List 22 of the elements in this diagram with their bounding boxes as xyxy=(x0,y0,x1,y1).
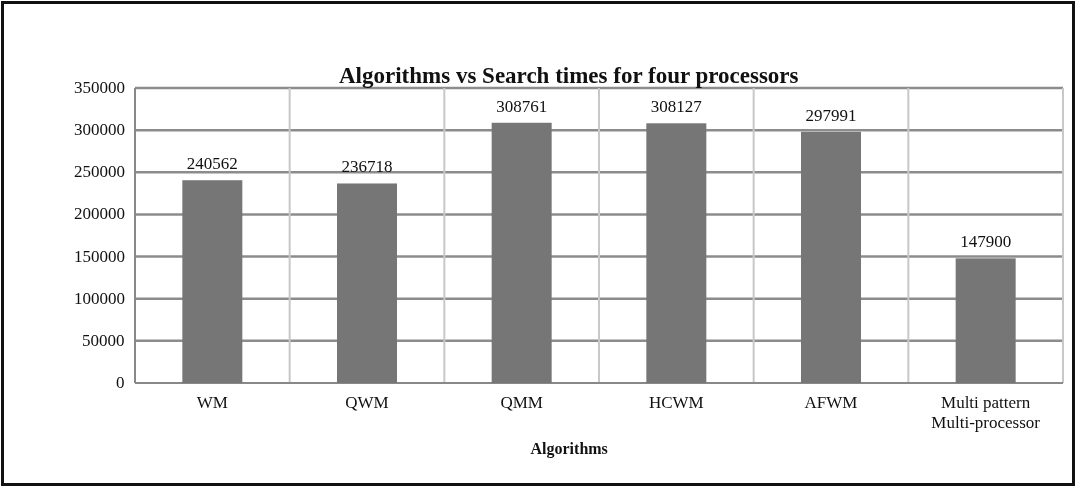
category-label: WM xyxy=(195,393,229,413)
category-label: QWM xyxy=(344,393,390,413)
category-label: HCWM xyxy=(647,393,705,413)
category-label: AFWM xyxy=(803,393,859,413)
axis-title: Algorithms xyxy=(530,440,608,458)
tick-label: 300000 xyxy=(74,120,125,141)
category-label: Multi pattern Multi-processor xyxy=(930,393,1041,433)
value-label: 297991 xyxy=(805,105,857,126)
value-label: 240562 xyxy=(186,154,238,175)
tick-label: 0 xyxy=(116,373,125,393)
tick-label: 250000 xyxy=(74,162,125,183)
value-label: 236718 xyxy=(341,157,393,178)
value-label: 308761 xyxy=(496,96,548,117)
category-label: QMM xyxy=(499,393,544,413)
value-label: 308127 xyxy=(650,97,702,118)
tick-label: 350000 xyxy=(74,78,125,98)
chart-title: Algorithms vs Search times for four processors xyxy=(339,63,799,89)
tick-label: 200000 xyxy=(74,204,125,225)
tick-label: 100000 xyxy=(74,288,125,309)
tick-label: 50000 xyxy=(82,330,125,351)
tick-label: 150000 xyxy=(74,246,125,267)
value-label: 147900 xyxy=(960,232,1012,253)
